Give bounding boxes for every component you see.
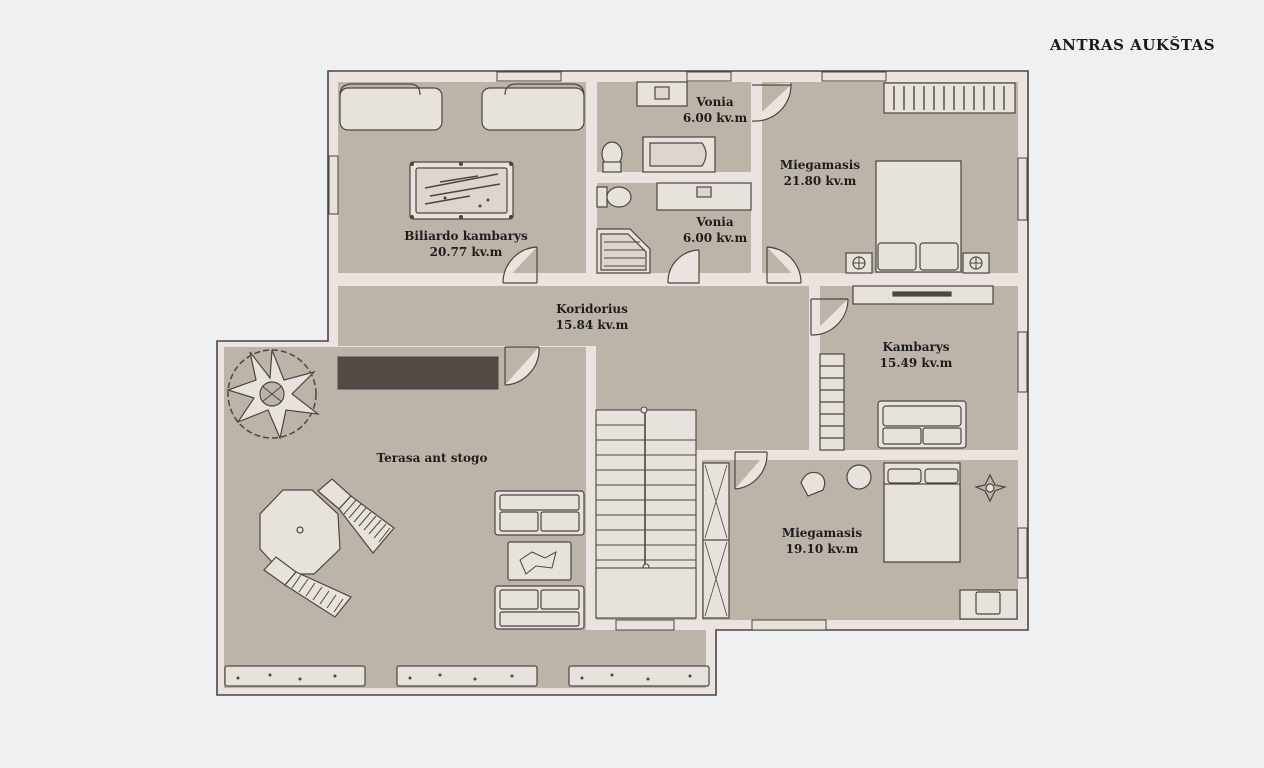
floor-title: ANTRAS AUKŠTAS <box>1050 36 1216 54</box>
room-name: Miegamasis <box>781 526 863 540</box>
room-area: 15.84 kv.m <box>555 318 629 332</box>
room-area: 6.00 kv.m <box>682 231 748 245</box>
coffee-table <box>507 541 572 581</box>
room-label-bath1: Vonia 6.00 kv.m <box>683 94 747 126</box>
plant-small <box>974 473 1008 503</box>
sofa-1 <box>339 87 443 131</box>
room-area: 15.49 kv.m <box>879 356 953 370</box>
room-name: Koridorius <box>556 302 628 316</box>
room-name: Miegamasis <box>779 158 861 172</box>
door-room <box>810 298 849 336</box>
room-name: Kambarys <box>882 340 950 354</box>
door-biliard <box>502 246 538 284</box>
terrace-sofa-2 <box>494 585 585 630</box>
window-bottom-2 <box>751 619 827 631</box>
room-area: 6.00 kv.m <box>682 111 748 125</box>
door-bedroom1 <box>766 246 802 284</box>
window-top-1 <box>496 71 562 82</box>
room-area: 21.80 kv.m <box>783 174 857 188</box>
window-left-1 <box>328 155 339 215</box>
toilet-bath2 <box>606 186 632 208</box>
door-bedroom2 <box>734 451 768 490</box>
window-top-2 <box>686 71 732 82</box>
room-name: Biliardo kambarys <box>404 229 528 243</box>
window-right-1 <box>1017 157 1028 221</box>
room-area: 20.77 kv.m <box>429 245 503 259</box>
sofa-2 <box>481 87 585 131</box>
terrace-sofa-1 <box>494 490 585 536</box>
room-label-room: Kambarys 15.49 kv.m <box>880 339 953 371</box>
room-label-bed1: Miegamasis 21.80 kv.m <box>780 157 860 189</box>
room-area: 19.10 kv.m <box>785 542 859 556</box>
door-bath2 <box>667 249 700 284</box>
room-label-bath2: Vonia 6.00 kv.m <box>683 214 747 246</box>
room-name: Vonia <box>696 95 734 109</box>
room-name: Vonia <box>696 215 734 229</box>
round-table <box>846 464 872 490</box>
planter-boxes <box>224 665 710 687</box>
room-label-biliard: Biliardo kambarys 20.77 kv.m <box>404 228 528 260</box>
window-bottom-1 <box>615 619 675 631</box>
corridor-counter <box>337 356 499 390</box>
room-label-corridor: Koridorius 15.84 kv.m <box>556 301 629 333</box>
plant-large <box>226 349 321 440</box>
window-right-2 <box>1017 331 1028 393</box>
door-bath1 <box>751 83 792 122</box>
window-right-3 <box>1017 527 1028 579</box>
armchair <box>800 471 826 497</box>
wardrobe-1 <box>883 82 1016 114</box>
room-label-bed2: Miegamasis 19.10 kv.m <box>782 525 862 557</box>
sun-lounger-1 <box>317 478 395 554</box>
corridor-floor <box>338 286 809 450</box>
sun-lounger-2 <box>263 556 352 618</box>
window-top-3 <box>821 71 887 82</box>
door-terrace <box>504 346 540 386</box>
room-name: Terasa ant stogo <box>376 451 488 465</box>
room-label-terrace: Terasa ant stogo <box>377 450 488 466</box>
